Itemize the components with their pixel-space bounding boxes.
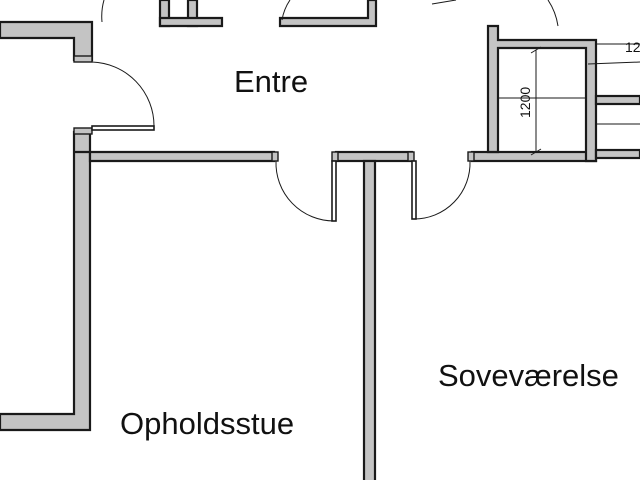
shaft-dimension-tick-top [530, 46, 542, 54]
wall-top-fragment-4 [278, 0, 378, 28]
wall-entre-middle [334, 150, 414, 163]
room-label-entre: Entre [234, 64, 308, 99]
door-bedroom-arc [413, 160, 471, 220]
door-top-far-arc [547, 0, 559, 27]
wall-living-bedroom [362, 159, 377, 480]
door-front-jamb-top [73, 55, 93, 63]
doors [73, 0, 559, 222]
dimension-shaft-width-cut: 12 [625, 39, 640, 55]
door-living-jamb-left [271, 151, 279, 162]
dimension-shaft-height: 1200 [517, 87, 533, 118]
door-top-far-line [431, 0, 457, 5]
door-living-leaf [331, 160, 337, 222]
door-living-arc [275, 160, 335, 222]
wall-left-lower [0, 130, 92, 432]
door-bedroom-jamb-right [467, 151, 475, 162]
door-top-right-arc [281, 0, 291, 21]
wall-left-top [0, 20, 94, 62]
door-front-leaf [91, 125, 155, 131]
door-living-jamb-right [331, 151, 339, 162]
shaft-dimension-tick-bottom [530, 148, 542, 156]
room-label-opholdsstue: Opholdsstue [120, 406, 294, 441]
wall-shaft [486, 24, 598, 163]
door-bedroom-jamb-left [407, 151, 415, 162]
wall-top-fragment-3 [158, 16, 224, 28]
shaft-details [498, 43, 640, 156]
door-bedroom-leaf [411, 160, 417, 220]
wall-shaft-right-cap-2 [594, 148, 640, 160]
room-label-sovevaerelse: Soveværelse [438, 358, 619, 393]
door-front-jamb-bottom [73, 127, 93, 135]
wall-entre-living [74, 150, 276, 163]
shaft-ext-line-2 [587, 61, 640, 65]
wall-shaft-right-cap [594, 94, 640, 106]
door-top-left-arc [101, 0, 105, 23]
door-front-arc [91, 61, 155, 127]
